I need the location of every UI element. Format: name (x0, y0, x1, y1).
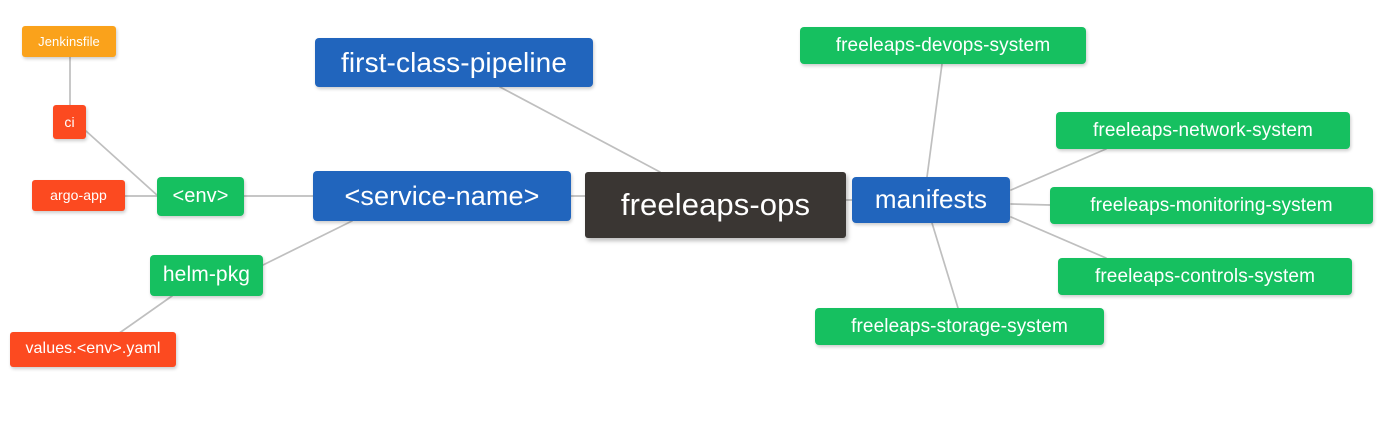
node-freeleaps-network-system[interactable]: freeleaps-network-system (1056, 112, 1350, 149)
node-helm-pkg[interactable]: helm-pkg (150, 255, 263, 296)
node-service-name[interactable]: <service-name> (313, 171, 571, 221)
node-label: freeleaps-network-system (1093, 119, 1313, 141)
edge-manifests-to-freeleaps-storage-system (931, 222, 959, 309)
node-first-class-pipeline[interactable]: first-class-pipeline (315, 38, 593, 87)
node-freeleaps-ops[interactable]: freeleaps-ops (585, 172, 846, 238)
node-env[interactable]: <env> (157, 177, 244, 216)
node-label: freeleaps-devops-system (835, 34, 1051, 56)
edge-manifests-to-freeleaps-monitoring-system (1010, 203, 1051, 206)
node-label: values.<env>.yaml (25, 340, 161, 358)
node-freeleaps-monitoring-system[interactable]: freeleaps-monitoring-system (1050, 187, 1373, 224)
node-label: freeleaps-ops (620, 186, 811, 222)
node-values-env-yaml[interactable]: values.<env>.yaml (10, 332, 176, 367)
node-label: freeleaps-controls-system (1094, 265, 1316, 287)
edge-first-class-pipeline-to-freeleaps-ops (499, 86, 661, 173)
edge-manifests-to-freeleaps-devops-system (926, 63, 943, 178)
node-label: <service-name> (344, 180, 540, 211)
node-manifests[interactable]: manifests (852, 177, 1010, 223)
edge-helm-pkg-to-service-name (262, 220, 353, 266)
edge-values-env-yaml-to-helm-pkg (117, 295, 173, 335)
node-label: helm-pkg (162, 263, 251, 287)
node-label: manifests (874, 184, 988, 215)
node-label: argo-app (50, 187, 107, 204)
node-label: freeleaps-monitoring-system (1090, 194, 1333, 216)
node-freeleaps-storage-system[interactable]: freeleaps-storage-system (815, 308, 1104, 345)
node-label: first-class-pipeline (340, 46, 568, 78)
node-label: ci (64, 113, 75, 130)
node-label: Jenkinsfile (38, 33, 100, 49)
edge-manifests-to-freeleaps-network-system (1010, 148, 1107, 191)
node-jenkinsfile[interactable]: Jenkinsfile (22, 26, 116, 57)
node-freeleaps-controls-system[interactable]: freeleaps-controls-system (1058, 258, 1352, 295)
node-freeleaps-devops-system[interactable]: freeleaps-devops-system (800, 27, 1086, 64)
node-ci[interactable]: ci (53, 105, 86, 139)
node-label: freeleaps-storage-system (851, 315, 1068, 337)
node-argo-app[interactable]: argo-app (32, 180, 125, 211)
node-label: <env> (172, 185, 229, 207)
